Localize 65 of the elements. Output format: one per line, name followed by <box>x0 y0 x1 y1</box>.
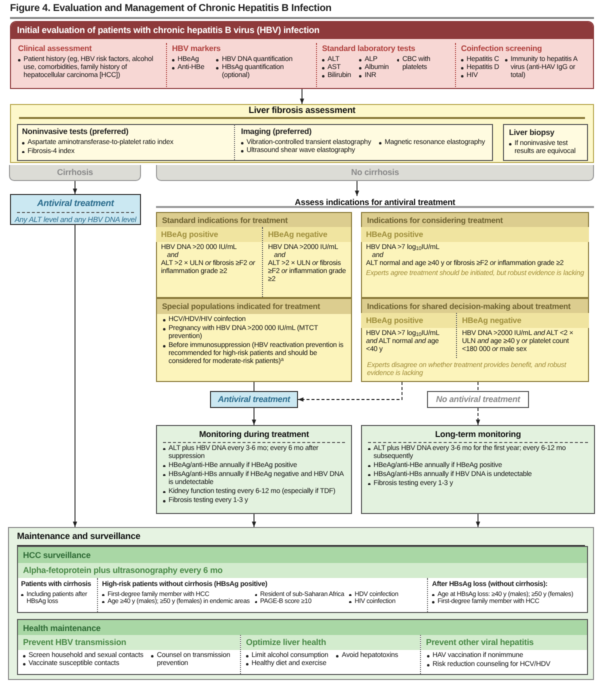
subsection-heading: Alpha-fetoprotein plus ultrasonography every 6 mo <box>18 563 587 578</box>
monitoring-panel <box>361 425 595 514</box>
section-heading: HBeAg positive <box>361 227 589 242</box>
treatment-label: Antiviral treatment <box>218 393 290 406</box>
criteria-panel <box>156 298 352 382</box>
section-heading: Long-term monitoring <box>368 426 588 443</box>
maintenance-panel <box>8 527 594 680</box>
treatment-box <box>10 194 141 225</box>
section-heading: Initial evaluation of patients with chronic hepatitis B virus (HBV) infection <box>11 22 593 39</box>
subsection-heading: Prevent other viral hepatitis <box>421 635 587 650</box>
criteria-panel <box>361 298 589 382</box>
section-heading: Liver fibrosis assessment <box>19 105 585 119</box>
criteria-section <box>456 313 589 358</box>
branch-tab <box>156 165 594 181</box>
section-heading: Health maintenance <box>18 620 587 636</box>
section-heading: Indications for considering treatment <box>362 213 588 228</box>
arrow <box>476 514 480 528</box>
section-heading: HBV markers <box>172 43 222 55</box>
subsection-heading: Optimize liver health <box>241 635 420 650</box>
heading-rule <box>156 196 594 208</box>
section-heading: HBeAg positive <box>361 313 456 328</box>
section-heading: Standard laboratory tests <box>322 43 416 55</box>
figure-title: Figure 4. Evaluation and Management of Chronic Hepatitis B Infection <box>10 3 332 15</box>
maintenance-box <box>17 619 588 675</box>
section-heading: Coinfection screening <box>461 43 543 55</box>
criteria-section <box>262 227 351 297</box>
criteria-panel <box>156 212 352 298</box>
arrow <box>298 382 402 402</box>
section-heading: HBeAg negative <box>457 313 589 328</box>
section-heading: Noninvasive tests (preferred) <box>22 126 130 138</box>
arrow <box>354 180 360 196</box>
arrow <box>476 408 480 426</box>
section-heading: Special populations indicated for treatment <box>157 299 351 314</box>
arrow <box>252 514 256 528</box>
info-section <box>420 635 587 674</box>
section-heading: Monitoring during treatment <box>163 426 345 443</box>
treatment-box <box>427 391 529 408</box>
arrow <box>300 88 304 104</box>
branch-label: Cirrhosis <box>57 166 93 179</box>
evaluation-panel <box>10 21 594 89</box>
arrow <box>72 224 78 528</box>
section-heading: Liver biopsy <box>509 127 556 139</box>
criteria-panel <box>361 212 589 298</box>
fibrosis-panel <box>10 104 594 163</box>
panel-outline <box>17 124 493 161</box>
branch-tab <box>9 165 141 181</box>
branch-label: No cirrhosis <box>351 166 399 179</box>
section-heading: Assess indications for antiviral treatment <box>294 198 456 206</box>
treatment-box <box>210 391 298 408</box>
section-heading: Standard indications for treatment <box>157 213 351 228</box>
section-heading: Imaging (preferred) <box>241 126 312 138</box>
arrow <box>72 180 78 194</box>
section-heading: HBeAg positive <box>156 227 262 242</box>
subsection-heading: Prevent HBV transmission <box>18 635 240 650</box>
section-heading: Indications for shared decision-making about treatment <box>362 299 588 314</box>
arrow <box>252 408 256 426</box>
section-heading: Clinical assessment <box>18 43 93 55</box>
info-section <box>240 635 420 674</box>
monitoring-panel <box>156 425 352 514</box>
section-heading: Antiviral treatment <box>17 197 134 212</box>
treatment-label: No antiviral treatment <box>436 393 520 406</box>
section-heading: HBeAg negative <box>263 227 351 242</box>
info-panel <box>503 124 588 161</box>
section-heading: HCC surveillance <box>18 547 587 563</box>
surveillance-panel <box>17 546 588 613</box>
